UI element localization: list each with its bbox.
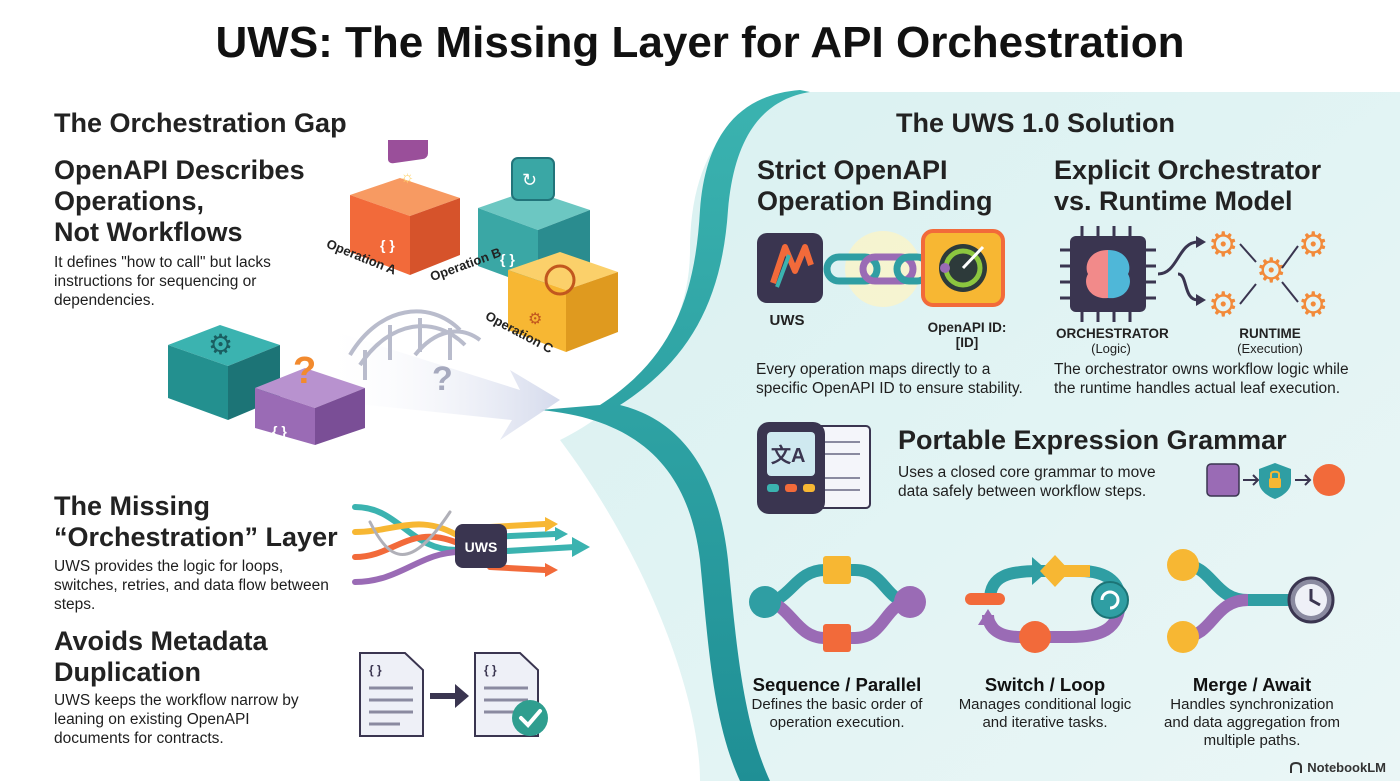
secure-transfer-illustration <box>1206 463 1345 499</box>
gap-heading: OpenAPI Describes Operations, Not Workfl… <box>54 155 354 248</box>
svg-text:☼: ☼ <box>400 169 415 186</box>
pattern-sequence-title: Sequence / Parallel <box>752 674 922 695</box>
expression-body: Uses a closed core grammar to move data … <box>898 464 1156 500</box>
duplication-heading-line: Avoids Metadata <box>54 626 268 656</box>
orchestrator-label-title: ORCHESTRATOR <box>1056 326 1169 341</box>
orchestrator-heading-line: Explicit Orchestrator <box>1054 155 1322 185</box>
svg-text:⚙: ⚙ <box>528 311 542 328</box>
pattern-sequence-body-line: Defines the basic order of <box>751 696 923 713</box>
svg-text:?: ? <box>293 350 316 392</box>
binding-illustration <box>757 229 1005 307</box>
binding-heading: Strict OpenAPI Operation Binding <box>757 155 1047 217</box>
runtime-label: RUNTIME (Execution) <box>1220 326 1320 356</box>
operation-a-block: { } ☼ <box>350 140 460 275</box>
gap-question-mark: ? <box>432 360 453 398</box>
duplication-heading: Avoids Metadata Duplication <box>54 626 354 688</box>
runtime-label-sub: (Execution) <box>1237 341 1303 356</box>
svg-text:{ }: { } <box>500 251 515 267</box>
binding-heading-line: Operation Binding <box>757 186 993 216</box>
chain-link-icon <box>823 231 933 307</box>
uws-logo-icon <box>757 233 823 303</box>
orchestrator-heading-line: vs. Runtime Model <box>1054 186 1293 216</box>
orchestrator-body: The orchestrator owns workflow logic whi… <box>1054 361 1349 397</box>
check-circle-icon <box>512 700 548 736</box>
pattern-merge-body-line: multiple paths. <box>1203 732 1301 749</box>
gear-icon: ⚙ ⚙ ⚙ ⚙ ⚙ <box>1208 226 1328 324</box>
pattern-switch-body-line: and iterative tasks. <box>982 714 1108 731</box>
missing-layer-body: UWS provides the logic for loops, switch… <box>54 558 329 613</box>
gap-heading-line: Operations, <box>54 186 205 216</box>
pattern-sequence-body-line: operation execution. <box>769 714 905 731</box>
svg-text:文A: 文A <box>771 443 805 467</box>
svg-text:{ }: { } <box>484 663 497 677</box>
svg-text:{ }: { } <box>369 663 382 677</box>
operation-c-block: ⚙ <box>508 252 618 352</box>
notebooklm-brand: NotebookLM <box>1289 760 1386 775</box>
switch-loop-icon <box>965 555 1129 653</box>
orchestrator-illustration: ⚙ ⚙ ⚙ ⚙ ⚙ <box>1060 226 1328 324</box>
svg-text:⚙: ⚙ <box>1298 226 1328 264</box>
pattern-merge: Merge / Await Handles synchronization an… <box>1152 674 1352 750</box>
unknown-block: { } ? <box>255 350 365 445</box>
pattern-merge-body-line: and data aggregation from <box>1164 714 1340 731</box>
svg-text:⚙: ⚙ <box>1208 226 1238 264</box>
uws-badge-text: UWS <box>465 539 498 555</box>
missing-layer-heading-line: “Orchestration” Layer <box>54 522 338 552</box>
pattern-switch-title: Switch / Loop <box>984 674 1106 695</box>
pattern-merge-body-line: Handles synchronization <box>1170 696 1334 713</box>
pattern-sequence: Sequence / Parallel Defines the basic or… <box>737 674 937 732</box>
svg-text:{ }: { } <box>380 237 395 253</box>
svg-text:⚙: ⚙ <box>1298 286 1328 324</box>
orchestrator-label: ORCHESTRATOR (Logic) <box>1056 326 1169 356</box>
gap-body: It defines "how to call" but lacks instr… <box>54 254 271 309</box>
sequence-parallel-icon <box>749 556 926 652</box>
translation-device-icon: 文A <box>757 422 871 514</box>
document-icon: { } <box>359 652 424 737</box>
pattern-switch-body-line: Manages conditional logic <box>958 696 1132 713</box>
duplication-heading-line: Duplication <box>54 657 201 687</box>
gap-heading-line: OpenAPI Describes <box>54 155 305 185</box>
runtime-label-title: RUNTIME <box>1239 326 1301 341</box>
svg-text:⚙: ⚙ <box>1256 252 1286 290</box>
broken-bridge <box>348 309 482 380</box>
brand-label: NotebookLM <box>1307 760 1386 775</box>
svg-text:⚙: ⚙ <box>208 329 233 360</box>
orchestration-gap-title: The Orchestration Gap <box>54 108 347 138</box>
arrow-right-icon <box>430 684 469 708</box>
pattern-switch: Switch / Loop Manages conditional logic … <box>945 674 1145 732</box>
missing-layer-heading: The Missing “Orchestration” Layer <box>54 491 354 553</box>
binding-openapi-label: OpenAPI ID: [ID] <box>912 320 1022 350</box>
svg-text:⚙: ⚙ <box>1208 286 1238 324</box>
documents-illustration: { } { } <box>359 652 548 737</box>
brain-chip-icon <box>1060 226 1156 322</box>
binding-heading-line: Strict OpenAPI <box>757 155 948 185</box>
page-title: UWS: The Missing Layer for API Orchestra… <box>215 18 1185 67</box>
gap-heading-line: Not Workflows <box>54 217 243 247</box>
binding-body: Every operation maps directly to a speci… <box>756 361 1023 397</box>
openapi-id-label: OpenAPI ID: <box>927 320 1007 335</box>
notebooklm-logo-icon <box>1290 761 1303 773</box>
openapi-id-value: [ID] <box>955 335 979 350</box>
flow-merge-illustration: UWS <box>352 504 590 585</box>
merge-await-icon <box>1167 549 1335 653</box>
openapi-logo-icon <box>921 229 1005 307</box>
orchestrator-label-sub: (Logic) <box>1091 341 1131 356</box>
svg-text:{ }: { } <box>272 423 287 439</box>
orchestrator-heading: Explicit Orchestrator vs. Runtime Model <box>1054 155 1384 217</box>
uws-solution-title: The UWS 1.0 Solution <box>896 108 1176 138</box>
svg-text:↻: ↻ <box>522 170 537 190</box>
binding-uws-label: UWS <box>769 312 805 329</box>
pattern-merge-title: Merge / Await <box>1192 674 1312 695</box>
duplication-body: UWS keeps the workflow narrow by leaning… <box>54 692 299 747</box>
expression-heading: Portable Expression Grammar <box>898 425 1287 455</box>
missing-layer-heading-line: The Missing <box>54 491 211 521</box>
operations-illustration: { } ☼ { } ↻ ⚙ ? ⚙ { } ? <box>168 140 618 445</box>
